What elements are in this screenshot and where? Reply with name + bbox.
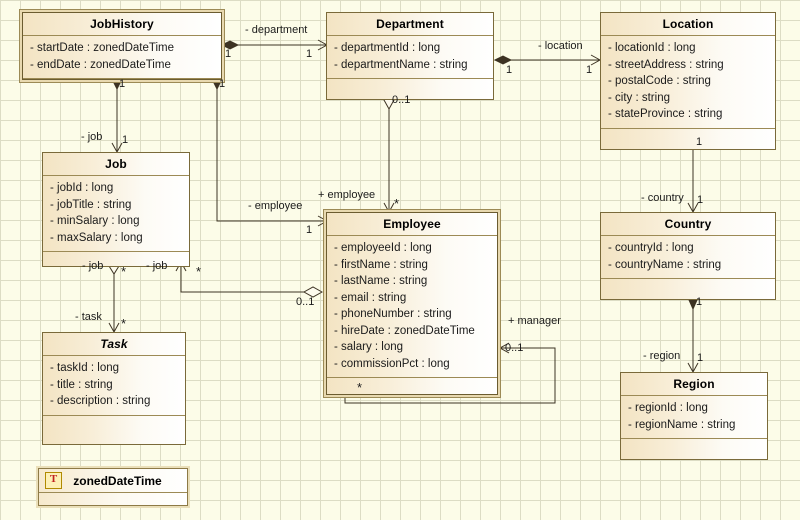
class-attributes-department: - departmentId : long - departmentName :… [327, 36, 493, 79]
datatype-body [39, 493, 187, 505]
assoc-target-mult-job-task: * [121, 316, 127, 331]
class-box-task[interactable]: Task - taskId : long - title : string - … [42, 332, 186, 445]
assoc-source-mult-jobhistory-department: 1 [225, 48, 232, 60]
type-icon: T [45, 472, 62, 489]
attribute: - minSalary : long [50, 215, 140, 227]
class-name-jobhistory: JobHistory [23, 13, 221, 36]
class-box-location[interactable]: Location - locationId : long - streetAdd… [600, 12, 776, 150]
assoc-source-mult-jobhistory-job: 1 [119, 78, 126, 90]
assoc-source-mult-department-employee: 0..1 [392, 94, 411, 106]
class-operations-region [621, 439, 767, 459]
assoc-source-mult-employee-manager: * [357, 380, 363, 395]
attribute: - title : string [50, 378, 113, 391]
attribute: - lastName : string [334, 275, 428, 287]
assoc-target-mult-jobhistory-job: 1 [122, 134, 129, 146]
attribute: - endDate : zonedDateTime [30, 58, 171, 71]
attribute: - city : string [608, 91, 670, 104]
attribute: - maxSalary : long [50, 231, 143, 244]
attribute: - postalCode : string [608, 75, 711, 87]
assoc-target-mult-employee-job: * [196, 264, 202, 279]
class-name-employee: Employee [327, 213, 497, 236]
datatype-box-zoneddatetime[interactable]: T zonedDateTime [38, 468, 188, 506]
class-operations-task [43, 416, 185, 444]
attribute: - startDate : zonedDateTime [30, 42, 175, 54]
attribute: - taskId : long [50, 362, 120, 374]
assoc-label-location: - location [538, 40, 583, 52]
class-attributes-region: - regionId : long - regionName : string [621, 396, 767, 439]
assoc-source-mult-department-location: 1 [506, 64, 513, 76]
attribute: - countryName : string [608, 258, 722, 271]
attribute: - countryId : long [608, 242, 694, 254]
assoc-label-region: - region [643, 350, 681, 362]
class-box-jobhistory[interactable]: JobHistory - startDate : zonedDateTime -… [22, 12, 222, 80]
class-operations-location [601, 129, 775, 149]
assoc-source-mult-job-task: * [121, 264, 127, 279]
assoc-label-plus-employee: + employee [318, 189, 376, 201]
class-attributes-country: - countryId : long - countryName : strin… [601, 236, 775, 279]
class-attributes-location: - locationId : long - streetAddress : st… [601, 36, 775, 129]
attribute: - commissionPct : long [334, 357, 450, 370]
class-box-job[interactable]: Job - jobId : long - jobTitle : string -… [42, 152, 190, 267]
attribute: - salary : long [334, 341, 404, 353]
assoc-label-job-source: - job [82, 260, 104, 272]
assoc-target-mult-jobhistory-department: 1 [306, 48, 313, 60]
datatype-header: T zonedDateTime [39, 469, 187, 493]
class-box-region[interactable]: Region - regionId : long - regionName : … [620, 372, 768, 460]
class-name-department: Department [327, 13, 493, 36]
assoc-target-mult-jobhistory-employee: 1 [306, 224, 313, 236]
class-name-task: Task [43, 333, 185, 356]
attribute: - employeeId : long [334, 242, 432, 254]
assoc-target-mult-department-employee: * [394, 196, 400, 211]
class-name-job: Job [43, 153, 189, 176]
attribute: - stateProvince : string [608, 108, 723, 120]
attribute: - departmentName : string [334, 58, 468, 71]
attribute: - streetAddress : string [608, 58, 724, 71]
attribute: - hireDate : zonedDateTime [334, 324, 475, 337]
assoc-source-mult-jobhistory-employee: 1 [219, 78, 226, 90]
datatype-name: zonedDateTime [73, 473, 162, 488]
assoc-job-task [108, 257, 120, 334]
assoc-label-job-1: - job [81, 131, 103, 143]
class-name-country: Country [601, 213, 775, 236]
class-attributes-employee: - employeeId : long - firstName : string… [327, 236, 497, 378]
attribute: - description : string [50, 395, 151, 407]
attribute: - phoneNumber : string [334, 308, 452, 320]
attribute: - firstName : string [334, 258, 428, 271]
assoc-target-mult-location-country: 1 [697, 194, 704, 206]
attribute: - jobId : long [50, 182, 114, 194]
attribute: - regionName : string [628, 418, 736, 431]
attribute: - jobTitle : string [50, 198, 132, 211]
attribute: - regionId : long [628, 402, 708, 414]
assoc-target-mult-department-location: 1 [586, 64, 593, 76]
assoc-source-mult-country-region: 1 [696, 296, 703, 308]
attribute: - locationId : long [608, 42, 696, 54]
assoc-label-department: - department [245, 24, 308, 36]
assoc-target-mult-country-region: 1 [697, 352, 704, 364]
class-attributes-jobhistory: - startDate : zonedDateTime - endDate : … [23, 36, 221, 79]
assoc-label-employee: - employee [248, 200, 303, 212]
assoc-label-task: - task [75, 311, 102, 323]
assoc-label-job-2: - job [146, 260, 168, 272]
class-attributes-job: - jobId : long - jobTitle : string - min… [43, 176, 189, 252]
class-operations-country [601, 279, 775, 299]
class-operations-employee [327, 378, 497, 394]
assoc-source-mult-employee-job: 0..1 [296, 296, 315, 308]
class-box-employee[interactable]: Employee - employeeId : long - firstName… [326, 212, 498, 395]
assoc-source-mult-location-country: 1 [696, 136, 703, 148]
class-box-department[interactable]: Department - departmentId : long - depar… [326, 12, 494, 100]
assoc-label-country: - country [641, 192, 684, 204]
class-box-country[interactable]: Country - countryId : long - countryName… [600, 212, 776, 300]
attribute: - departmentId : long [334, 42, 441, 54]
assoc-department-employee [383, 89, 395, 214]
assoc-label-manager: + manager [508, 315, 561, 327]
class-name-region: Region [621, 373, 767, 396]
assoc-target-mult-employee-manager: 0..1 [505, 342, 524, 354]
attribute: - email : string [334, 291, 407, 304]
class-name-location: Location [601, 13, 775, 36]
class-attributes-task: - taskId : long - title : string - descr… [43, 356, 185, 416]
